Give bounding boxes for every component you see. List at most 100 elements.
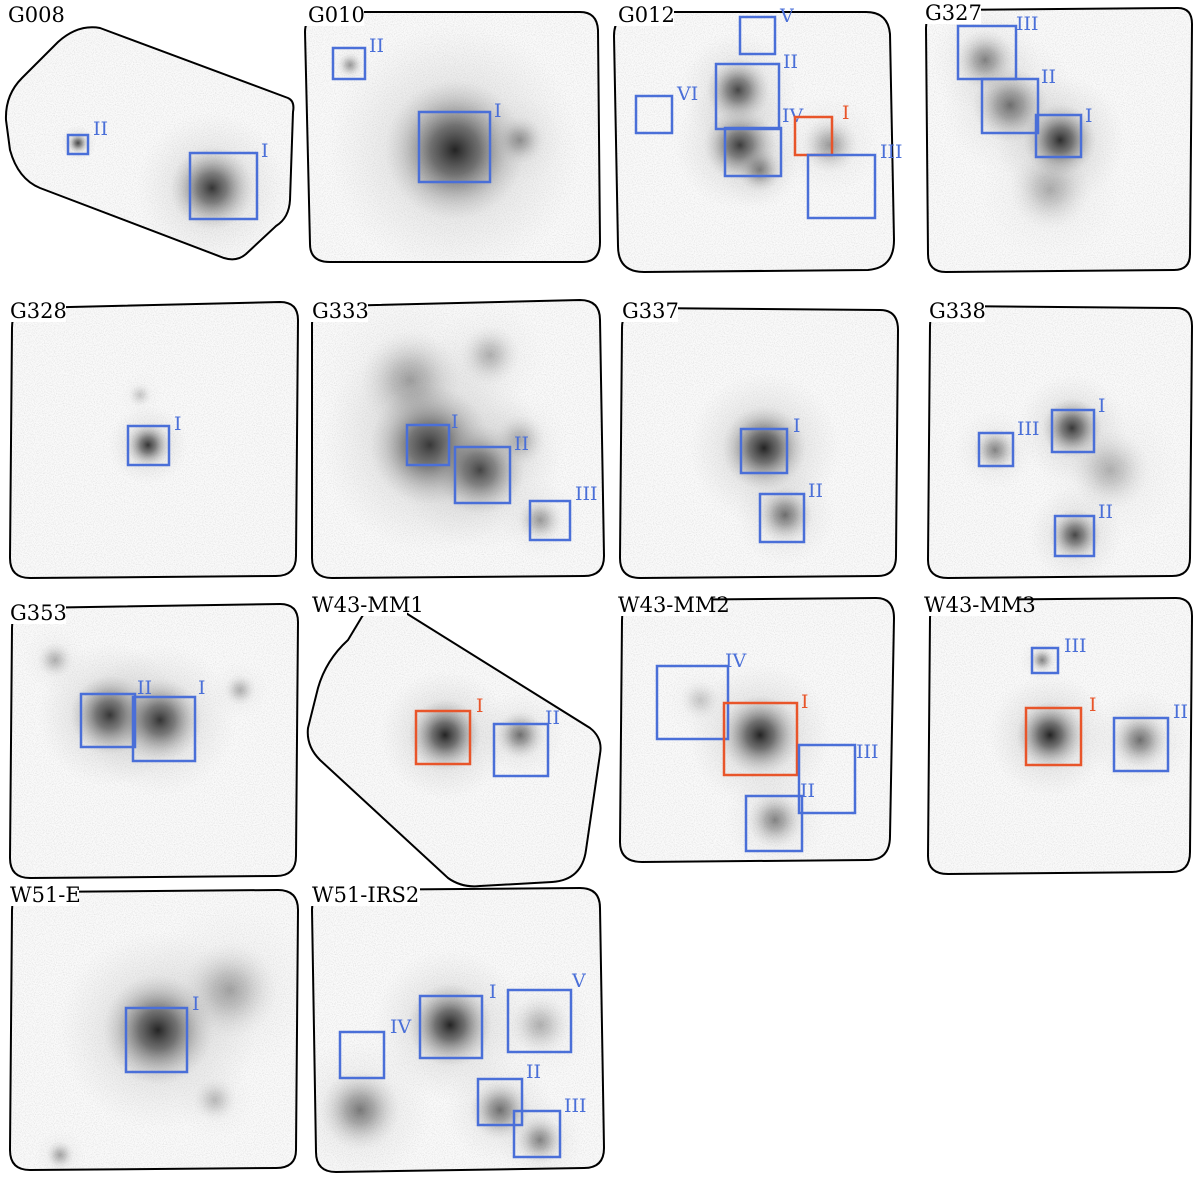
emission-blob (1112, 712, 1168, 768)
panel-title: G328 (10, 299, 67, 323)
emission-blob (460, 325, 520, 385)
emission-blob (193, 1078, 237, 1122)
panel-title: W51-E (10, 883, 81, 907)
region-box (722, 701, 799, 777)
region-box (738, 15, 777, 56)
region-label: VI (676, 83, 698, 105)
region-box (476, 1077, 524, 1127)
emission-blob (802, 117, 858, 173)
emission-blob (126, 423, 170, 467)
emission-blob (1030, 648, 1054, 672)
region-box (797, 743, 857, 815)
region-label: II (545, 707, 560, 729)
region-box (79, 692, 137, 749)
region-box (1024, 706, 1083, 767)
panel-title: G010 (308, 3, 365, 27)
emission-blob (46, 1141, 74, 1169)
region-box (806, 153, 877, 220)
panel-title: G337 (622, 299, 679, 323)
region-box (758, 492, 806, 544)
region-label: V (779, 5, 794, 27)
region-label: III (1016, 13, 1039, 35)
region-label: IV (390, 1016, 412, 1038)
region-box (1053, 514, 1096, 558)
emission-blob (170, 146, 254, 230)
emission-blob (680, 680, 720, 720)
region-label: I (1089, 694, 1097, 716)
region-label: II (137, 677, 152, 699)
region-label: I (494, 100, 502, 122)
region-label: III (564, 1095, 587, 1117)
region-box (418, 994, 484, 1060)
region-label: III (856, 741, 879, 763)
region-box (1034, 113, 1083, 159)
region-label: II (808, 480, 823, 502)
region-label: II (526, 1061, 541, 1083)
panel-title: G327 (925, 1, 982, 25)
region-box (512, 1109, 562, 1159)
region-label: I (192, 993, 200, 1015)
mosaic-outline (4, 26, 295, 261)
emission-blob (516, 1116, 564, 1164)
region-box (1030, 646, 1060, 675)
region-box (453, 445, 512, 505)
region-label: III (880, 141, 903, 163)
emission-blob (224, 674, 256, 706)
emission-blob (408, 983, 492, 1067)
region-box (66, 133, 90, 156)
region-label: I (489, 981, 497, 1003)
region-label: I (801, 691, 809, 713)
mosaic-outline (612, 11, 896, 274)
region-label: II (1098, 501, 1113, 523)
region-box (723, 126, 783, 178)
region-box (1112, 716, 1170, 773)
emission-blob (37, 642, 73, 678)
region-box (338, 1030, 386, 1080)
region-label: II (800, 780, 815, 802)
panel-title: W43-MM1 (312, 593, 424, 617)
region-label: II (93, 118, 108, 140)
region-box (414, 709, 472, 766)
emission-blob (757, 487, 813, 543)
emission-blob (496, 711, 544, 759)
panel-title: W51-IRS2 (312, 883, 419, 907)
emission-blob (747, 792, 803, 848)
region-label: I (842, 102, 850, 124)
region-label: IV (725, 650, 747, 672)
region-label: II (783, 51, 798, 73)
emission-blob (360, 330, 460, 430)
region-label: III (575, 483, 598, 505)
region-label: I (261, 140, 269, 162)
emission-blob (320, 1070, 400, 1150)
region-label: V (571, 970, 586, 992)
region-box (331, 46, 367, 81)
region-box (131, 695, 197, 763)
panel-title: G338 (929, 299, 986, 323)
emission-blob (118, 678, 202, 762)
emission-blob (738, 148, 782, 192)
emission-blob (1010, 150, 1090, 230)
emission-blob (706, 58, 770, 122)
panel-title: W43-MM2 (618, 593, 730, 617)
emission-blob (182, 942, 278, 1038)
region-label: II (1041, 66, 1056, 88)
region-box (1050, 408, 1096, 454)
region-box (744, 794, 804, 853)
region-box (528, 499, 572, 542)
